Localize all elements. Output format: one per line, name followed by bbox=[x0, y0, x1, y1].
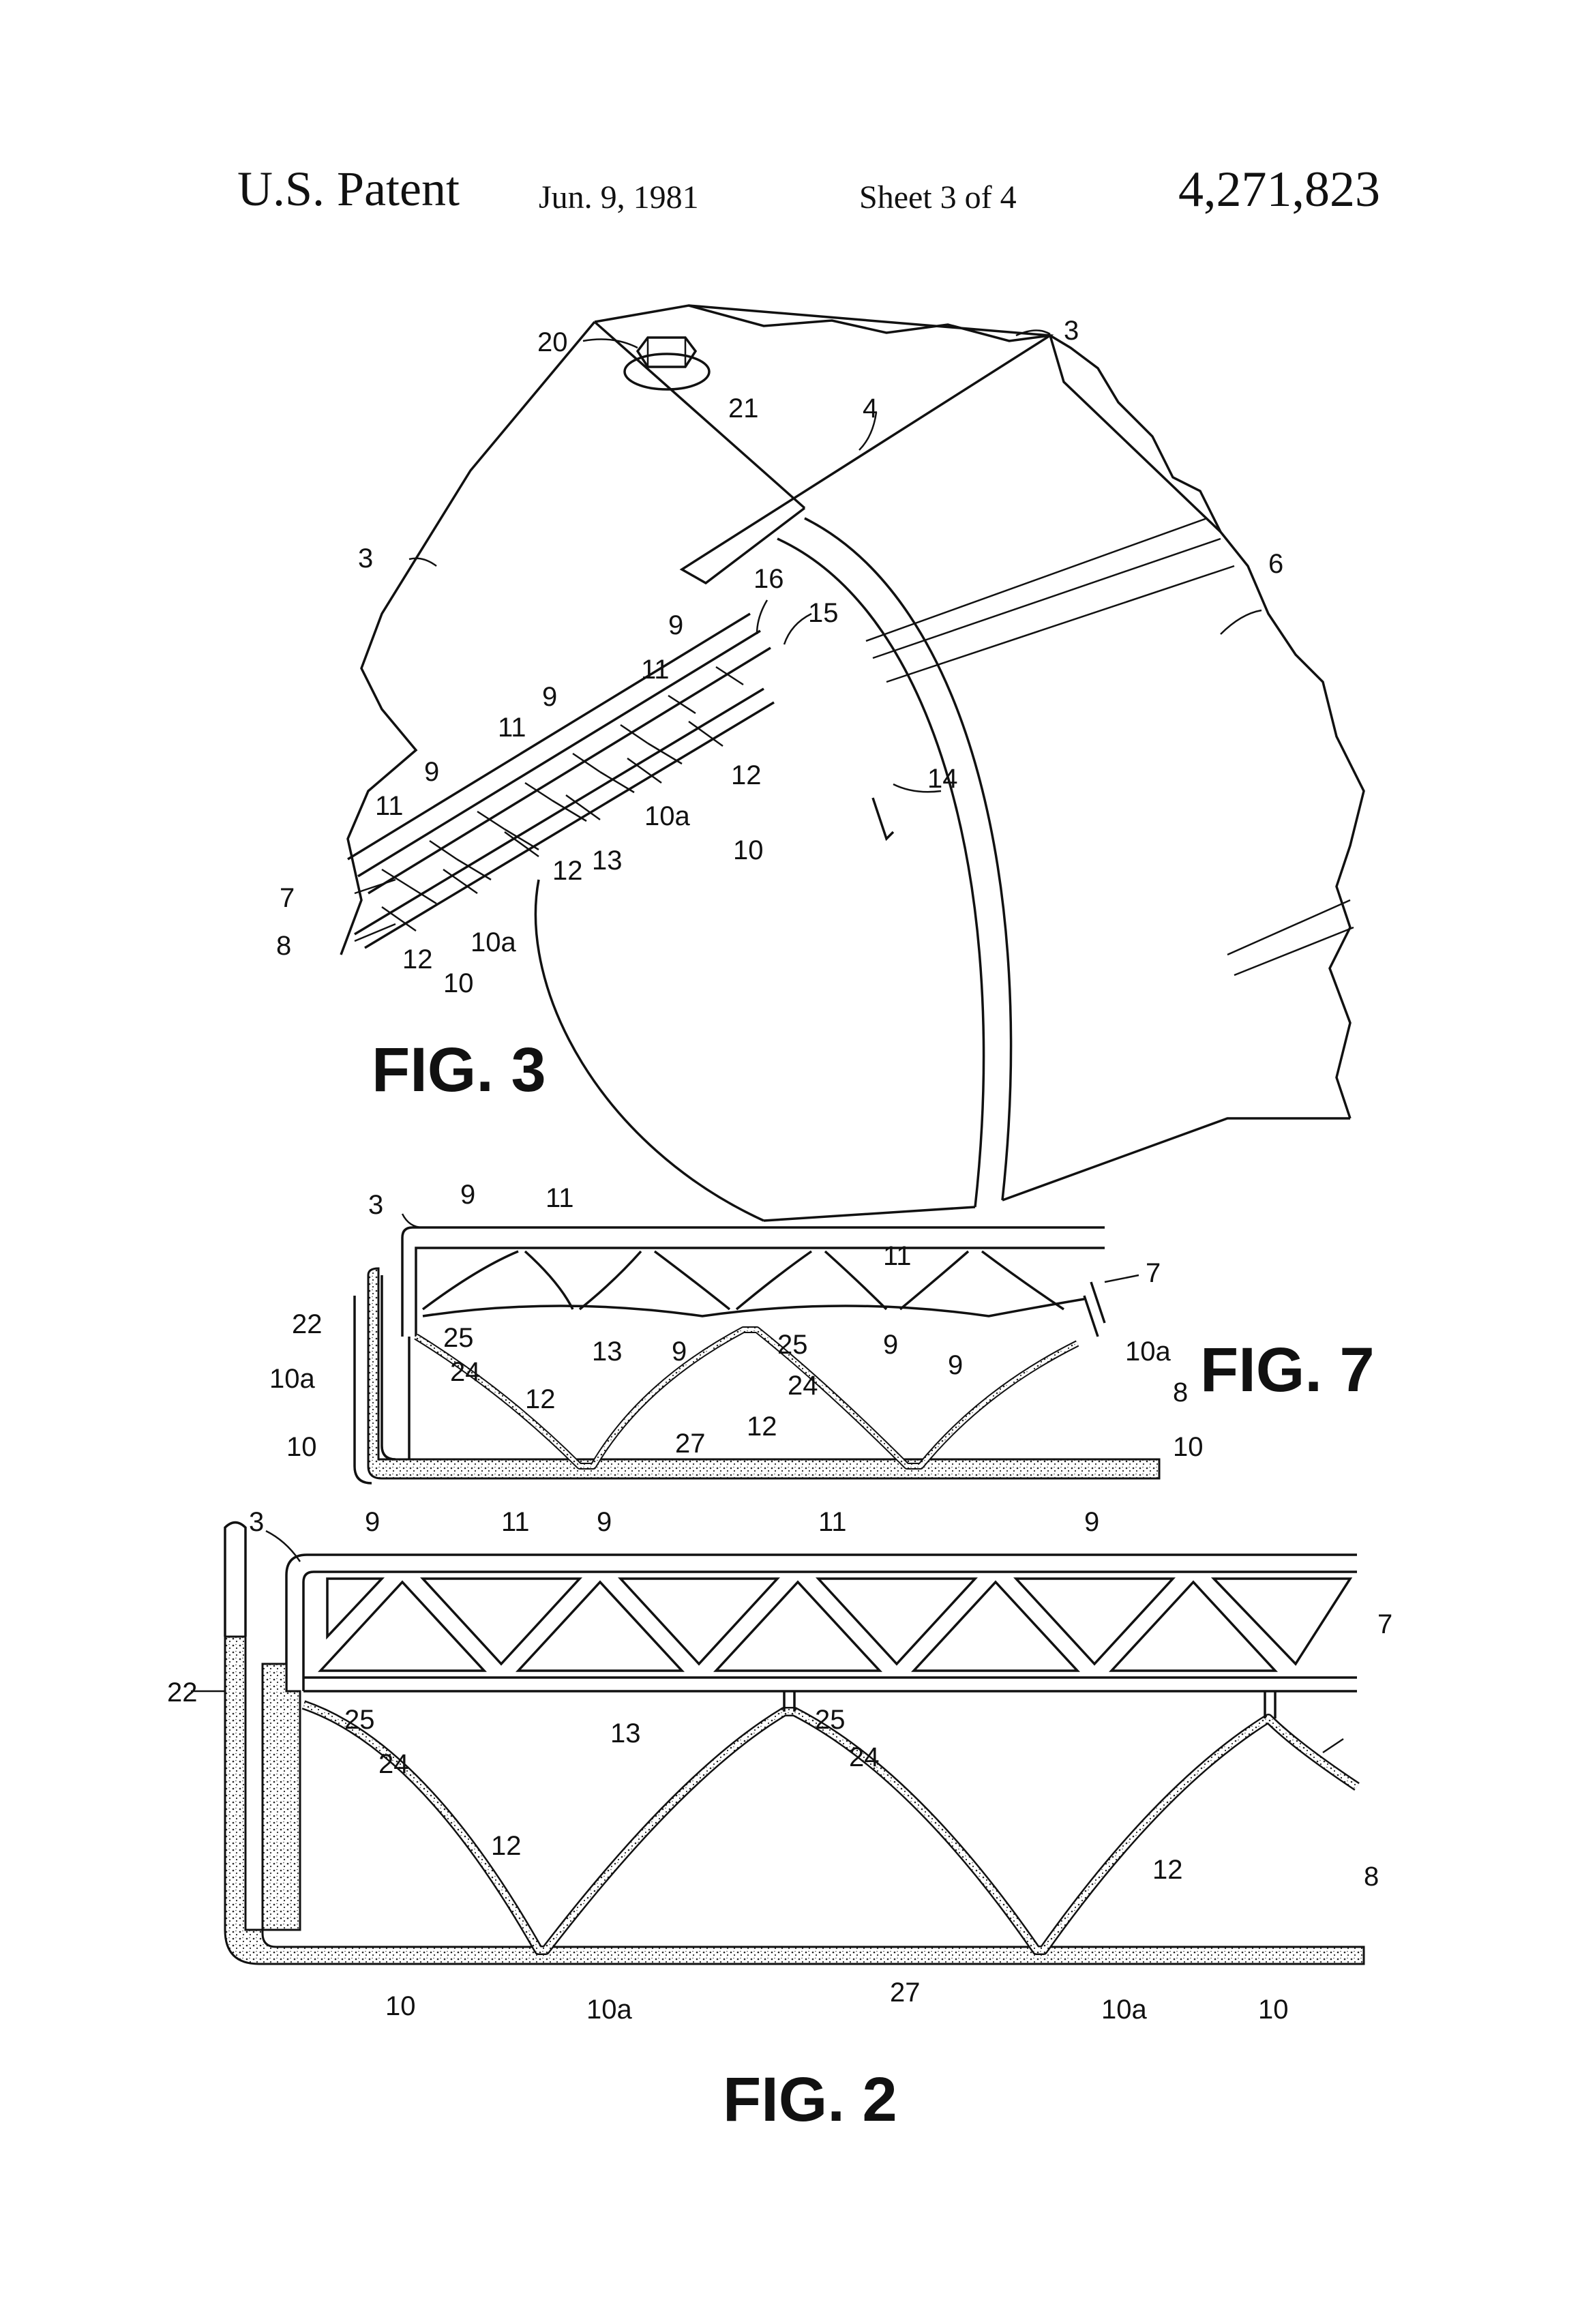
fig2-label: 10 bbox=[385, 1991, 416, 2021]
strap-4 bbox=[682, 306, 1050, 583]
fig7-label: 10a bbox=[1125, 1337, 1171, 1367]
fig2-label: 25 bbox=[344, 1705, 375, 1735]
fig7-label: 10a bbox=[269, 1364, 315, 1394]
fig2-drawing bbox=[225, 1523, 1364, 1965]
fig3-label: 8 bbox=[276, 931, 291, 961]
fig3-label: 10a bbox=[644, 801, 690, 831]
fig3-label: 13 bbox=[592, 846, 623, 876]
fig2-label: 7 bbox=[1377, 1609, 1392, 1639]
fig3-label: 9 bbox=[424, 757, 439, 787]
fig3-label: 3 bbox=[1064, 316, 1079, 346]
fig2-label: 3 bbox=[249, 1507, 264, 1537]
fig2-label: 11 bbox=[501, 1507, 530, 1537]
fig3-label: 11 bbox=[498, 713, 526, 743]
fig7-label: 3 bbox=[368, 1190, 383, 1220]
fig2-label: 9 bbox=[1084, 1507, 1099, 1537]
fig3-label: 14 bbox=[927, 764, 958, 794]
fig3-label: 12 bbox=[731, 760, 762, 790]
fig2-label: 22 bbox=[167, 1678, 198, 1708]
fig3-label: 12 bbox=[402, 944, 433, 974]
fig7-label: 10 bbox=[1173, 1432, 1204, 1462]
fig2-label: 12 bbox=[491, 1831, 522, 1861]
fig7-stipple-base bbox=[368, 1268, 1159, 1478]
fig7-label: 8 bbox=[1173, 1377, 1188, 1407]
fig2-label: 9 bbox=[365, 1507, 380, 1537]
fig3-label: 12 bbox=[552, 856, 583, 886]
fig7-label: 27 bbox=[675, 1429, 706, 1459]
fig7-label: 12 bbox=[525, 1384, 556, 1414]
fig3-caption: FIG. 3 bbox=[372, 1035, 546, 1105]
fig7-drawing bbox=[355, 1227, 1159, 1483]
fig2-label: 10a bbox=[586, 1995, 632, 2025]
fig7-label: 10 bbox=[286, 1432, 317, 1462]
fig3-label: 20 bbox=[537, 327, 568, 357]
fig7-label: 25 bbox=[443, 1323, 474, 1353]
fig7-label: 13 bbox=[592, 1337, 623, 1367]
fig2-label: 10 bbox=[1258, 1995, 1289, 2025]
fig3-label: 11 bbox=[375, 791, 404, 821]
fig2-caption: FIG. 2 bbox=[723, 2065, 897, 2134]
fig7-label: 22 bbox=[292, 1309, 323, 1339]
fig2-label: 10a bbox=[1101, 1995, 1147, 2025]
fig7-label: 24 bbox=[788, 1371, 818, 1401]
fig3-label: 6 bbox=[1268, 549, 1283, 579]
fig3-label: 7 bbox=[280, 883, 295, 913]
fig3-label: 10a bbox=[471, 927, 516, 957]
fig3-label: 11 bbox=[641, 655, 670, 685]
fig2-label: 12 bbox=[1152, 1855, 1183, 1885]
fig2-label: 25 bbox=[815, 1705, 846, 1735]
fig7-label: 11 bbox=[546, 1183, 574, 1213]
bolt-head-icon bbox=[638, 338, 696, 367]
fig7-labels: 3 9 11 11 7 22 25 24 13 9 25 24 9 9 10a … bbox=[269, 1180, 1375, 1462]
fig2-label: 11 bbox=[818, 1507, 847, 1537]
fig2-stipple-base bbox=[225, 1637, 1364, 1964]
beam-8-bottom bbox=[355, 689, 764, 934]
fig7-caption: FIG. 7 bbox=[1200, 1335, 1375, 1405]
fig2-label: 24 bbox=[378, 1749, 409, 1779]
fig7-label: 25 bbox=[777, 1330, 808, 1360]
fig3-labels: 20 21 3 4 3 6 16 15 9 11 9 11 9 11 12 14… bbox=[276, 316, 1283, 1105]
fig7-label: 11 bbox=[883, 1241, 912, 1271]
fig3-label: 9 bbox=[542, 682, 557, 712]
fig2-label: 13 bbox=[610, 1718, 641, 1748]
fig3-label: 15 bbox=[808, 598, 839, 628]
fig7-label: 24 bbox=[450, 1357, 481, 1387]
fig3-label: 4 bbox=[863, 393, 878, 423]
fig2-label: 27 bbox=[890, 1978, 921, 2008]
fig3-label: 9 bbox=[668, 610, 683, 640]
fig2-label: 24 bbox=[849, 1742, 880, 1772]
fig3-label: 3 bbox=[358, 543, 373, 573]
fig7-label: 7 bbox=[1146, 1258, 1161, 1288]
fig3-label: 10 bbox=[733, 835, 764, 865]
fig3-label: 16 bbox=[753, 564, 784, 594]
fig2-label: 8 bbox=[1364, 1862, 1379, 1892]
fig7-label: 9 bbox=[883, 1330, 898, 1360]
fig7-label: 9 bbox=[948, 1350, 963, 1380]
fig7-top-skin bbox=[402, 1227, 1105, 1337]
fig7-label: 9 bbox=[460, 1180, 475, 1210]
fig3-label: 10 bbox=[443, 968, 474, 998]
fig3-panel-outline bbox=[595, 306, 1364, 1118]
fig3-label: 21 bbox=[728, 393, 759, 423]
fig7-label: 9 bbox=[672, 1337, 687, 1367]
fig7-label: 12 bbox=[747, 1412, 777, 1442]
fig2-label: 9 bbox=[597, 1507, 612, 1537]
